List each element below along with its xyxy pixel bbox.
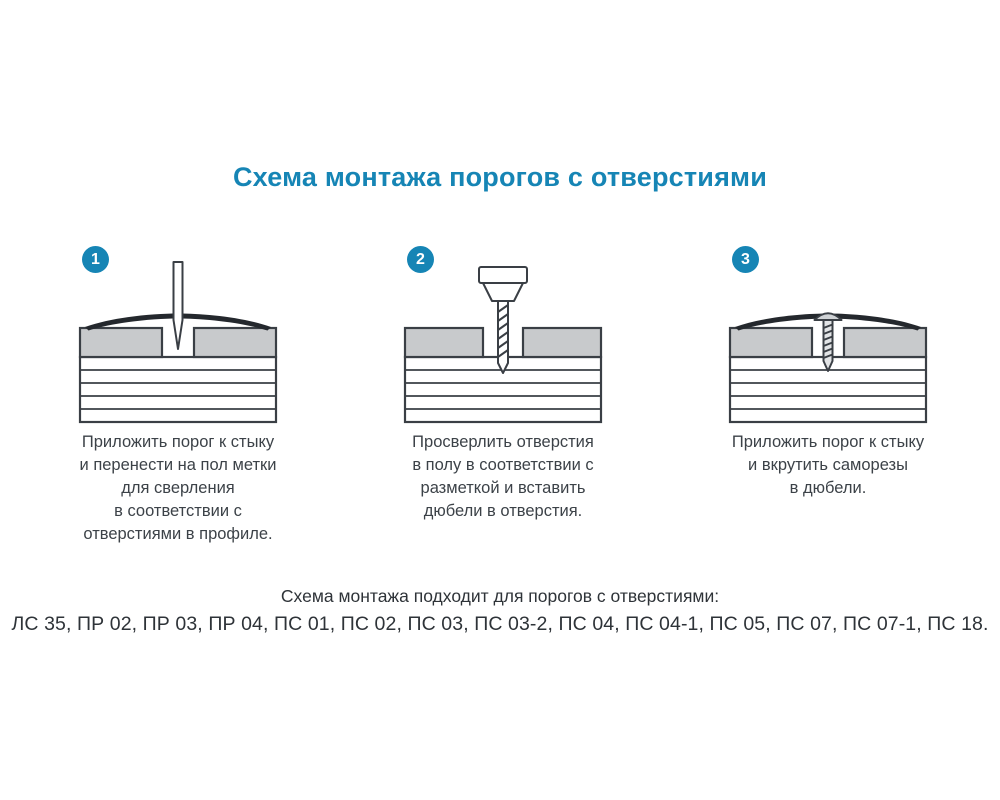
floor-covering-blocks bbox=[403, 326, 603, 359]
step-caption: Просверлить отверстия в полу в соответст… bbox=[412, 433, 594, 520]
step-caption: Приложить порог к стыку и перенести на п… bbox=[79, 433, 277, 543]
step-number-badge: 1 bbox=[82, 246, 109, 273]
floor-base bbox=[78, 355, 278, 424]
floor-covering-blocks bbox=[728, 326, 928, 359]
step-caption: Приложить порог к стыку и вкрутить самор… bbox=[731, 433, 925, 497]
threshold-profile bbox=[85, 313, 271, 331]
step-number-badge: 3 bbox=[732, 246, 759, 273]
screwing-illustration bbox=[728, 312, 928, 424]
screw-icon bbox=[813, 312, 843, 372]
step-number-badge: 2 bbox=[407, 246, 434, 273]
drilling-illustration bbox=[403, 266, 603, 424]
threshold-profile bbox=[735, 313, 921, 331]
page-title: Схема монтажа порогов с отверстиями bbox=[232, 162, 768, 192]
awl-icon bbox=[172, 261, 184, 350]
compatible-models-list: ЛС 35, ПР 02, ПР 03, ПР 04, ПС 01, ПС 02… bbox=[11, 613, 989, 635]
compatibility-note: Схема монтажа подходит для порогов с отв… bbox=[280, 586, 720, 606]
floor-covering-blocks bbox=[78, 326, 278, 359]
drill-bit-icon bbox=[478, 266, 528, 374]
threshold-marking-illustration bbox=[78, 261, 278, 424]
